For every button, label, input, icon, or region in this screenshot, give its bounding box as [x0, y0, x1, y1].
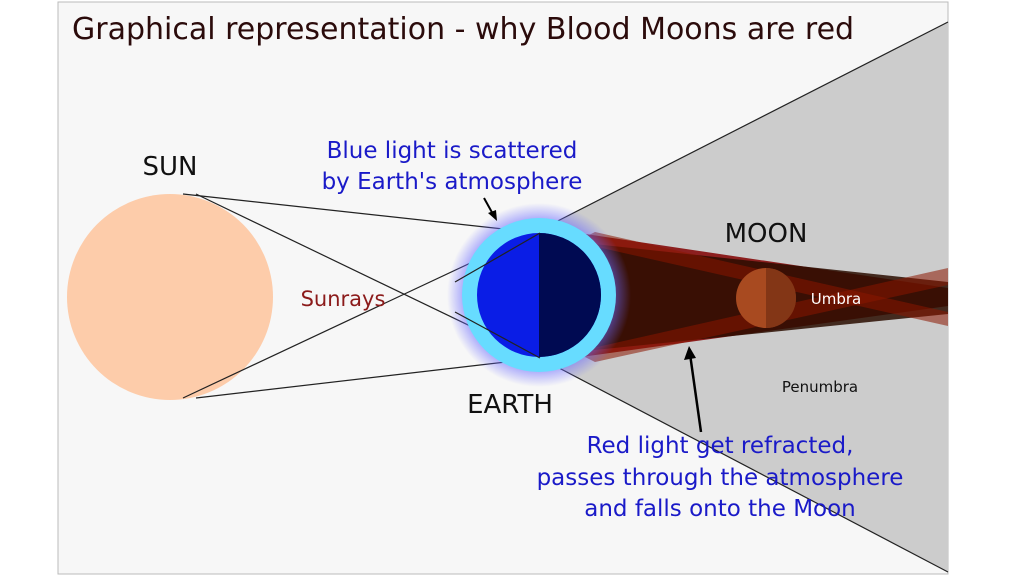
sunrays-label: Sunrays [301, 287, 386, 311]
blue-light-arrowhead [488, 210, 497, 221]
earth-night-side [539, 233, 601, 357]
page-title: Graphical representation - why Blood Moo… [72, 12, 854, 47]
sunray-line [454, 232, 541, 283]
earth-label: EARTH [467, 390, 553, 420]
red-light-note-line2: passes through the atmosphere [537, 465, 904, 491]
red-light-note-line1: Red light get refracted, [587, 433, 854, 459]
sun-label: SUN [143, 152, 198, 182]
red-light-note-line3: and falls onto the Moon [584, 496, 856, 522]
red-light-arrow [688, 353, 703, 433]
penumbra-label: Penumbra [782, 378, 858, 396]
moon-shaded [766, 268, 796, 328]
umbra-label: Umbra [811, 290, 861, 308]
sun-body [67, 194, 273, 400]
red-light-arrowhead [684, 346, 696, 360]
blue-light-note-line2: by Earth's atmosphere [322, 169, 583, 195]
moon-label: MOON [725, 219, 808, 249]
sunray-line [454, 311, 541, 359]
blue-light-note-line1: Blue light is scattered [327, 138, 578, 164]
penumbra-edge [539, 357, 949, 573]
penumbra-edge [539, 21, 949, 231]
